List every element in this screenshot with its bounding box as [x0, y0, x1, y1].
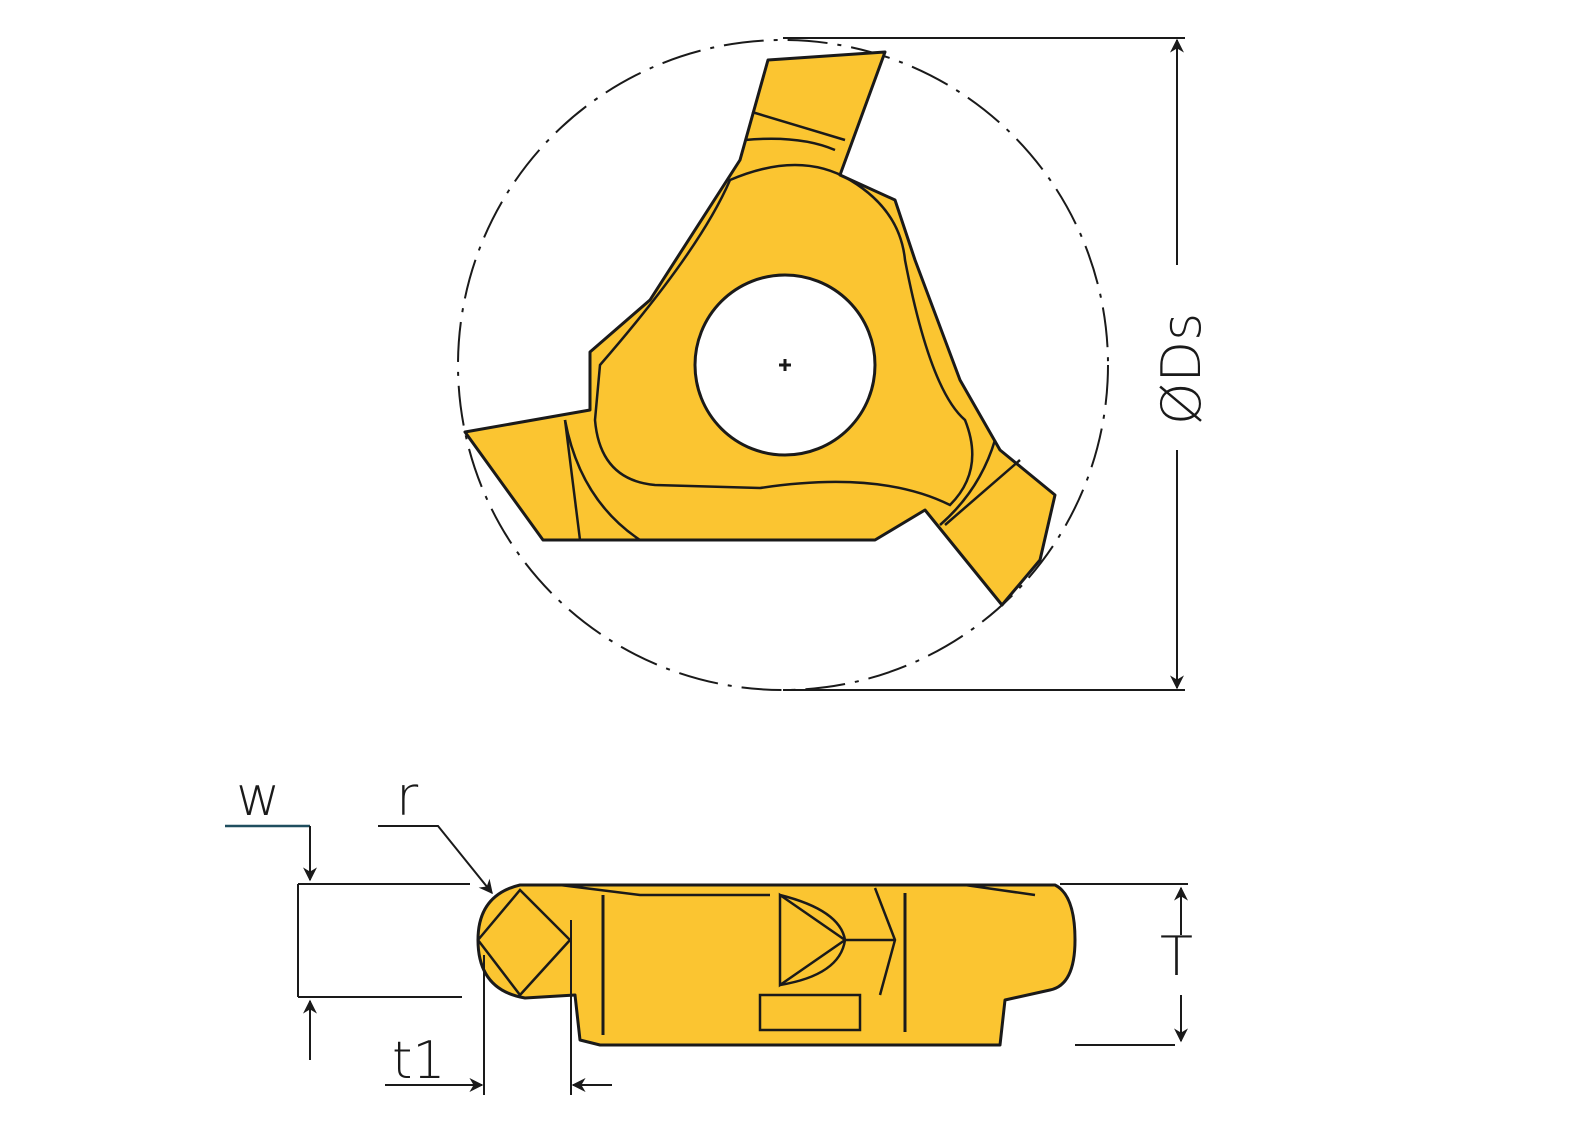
- inscribed-circle-dashed: [457, 39, 1109, 691]
- side-view: w r t1 T: [225, 765, 1193, 1095]
- top-view: ØDs: [457, 37, 1213, 691]
- center-mark-icon: [779, 359, 791, 371]
- width-label: w: [236, 765, 280, 828]
- insert-body-side: [476, 883, 1077, 1047]
- thickness-label: T: [1160, 925, 1193, 988]
- depth-label: t1: [392, 1031, 445, 1091]
- radius-label: r: [396, 765, 419, 828]
- diameter-label: ØDs: [1150, 313, 1213, 425]
